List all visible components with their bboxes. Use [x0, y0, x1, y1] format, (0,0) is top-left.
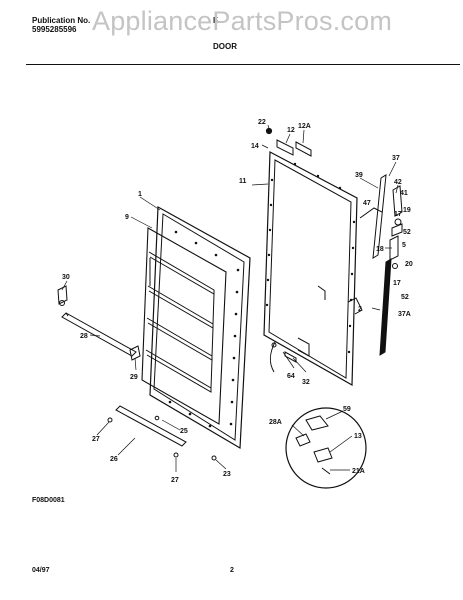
callout-52-top: 52 [403, 229, 411, 236]
callout-14: 14 [251, 143, 259, 150]
handle-strip-39 [372, 174, 387, 259]
callout-37: 37 [392, 155, 400, 162]
callout-27-top: 27 [92, 436, 100, 443]
callout-28: 28 [80, 333, 88, 340]
callout-labels: 1 9 30 28 29 27 25 26 27 23 22 14 12 12A… [62, 119, 413, 484]
callout-27-bottom: 27 [171, 477, 179, 484]
page-number: 2 [230, 567, 234, 574]
callout-25: 25 [180, 428, 188, 435]
figure-code: F08D0081 [32, 497, 65, 504]
callout-42: 42 [394, 179, 402, 186]
brand-text: F [213, 16, 218, 25]
callout-13: 13 [354, 433, 362, 440]
callout-59: 59 [343, 406, 351, 413]
detail-circle [285, 407, 367, 489]
inner-door-panel [141, 206, 251, 450]
callout-64: 64 [287, 373, 295, 380]
callout-1: 1 [138, 191, 142, 198]
publication-number: 5995285596 [32, 25, 77, 34]
callout-9: 9 [125, 214, 129, 221]
callout-22: 22 [258, 119, 266, 126]
callout-18: 18 [376, 246, 384, 253]
callout-19: 19 [403, 207, 411, 214]
callout-21A: 21A [352, 468, 365, 475]
callout-12A: 12A [298, 123, 311, 130]
bottom-shelf-bar [61, 312, 137, 357]
callout-23: 23 [223, 471, 231, 478]
callout-17-top: 17 [394, 211, 402, 218]
outer-door [263, 151, 363, 387]
callout-17-bottom: 17 [393, 280, 401, 287]
callout-2: 2 [358, 306, 362, 313]
callout-30: 30 [62, 274, 70, 281]
toe-bar-26 [115, 405, 187, 447]
callout-26: 26 [110, 456, 118, 463]
callout-20: 20 [405, 261, 413, 268]
callout-41: 41 [400, 190, 408, 197]
callout-12: 12 [287, 127, 295, 134]
watermark: AppliancePartsPros.com [92, 6, 393, 36]
callout-29: 29 [130, 374, 138, 381]
section-title: DOOR [213, 42, 237, 51]
clip-29 [129, 345, 141, 361]
callout-28A: 28A [269, 419, 282, 426]
screws-left [107, 415, 217, 461]
gasket-strip-37A [379, 258, 392, 356]
header-rule [26, 64, 460, 65]
publication-label: Publication No. [32, 16, 91, 25]
callout-5: 5 [402, 242, 406, 249]
callout-37A: 37A [398, 311, 411, 318]
callout-11: 11 [239, 178, 247, 185]
leader-lines [61, 124, 399, 472]
callout-47: 47 [363, 200, 371, 207]
callout-32: 32 [302, 379, 310, 386]
callout-52-bottom: 52 [401, 294, 409, 301]
callout-39: 39 [355, 172, 363, 179]
top-parts [265, 127, 312, 157]
footer-date: 04/97 [32, 567, 50, 574]
